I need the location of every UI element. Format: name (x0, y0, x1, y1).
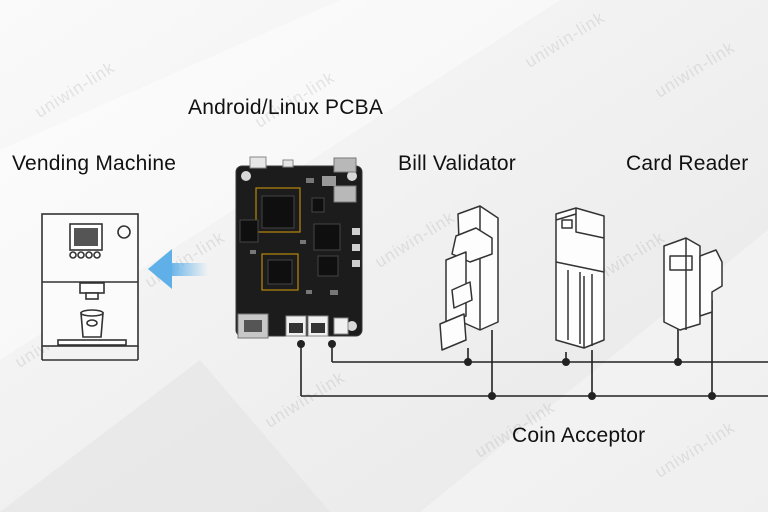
vending-machine-icon (41, 213, 139, 361)
coin-acceptor-label: Coin Acceptor (512, 424, 646, 447)
data-flow-arrow (148, 249, 208, 289)
card-reader-label: Card Reader (626, 152, 749, 175)
pcba-board (235, 156, 363, 339)
wiring-junctions (297, 340, 716, 400)
bill-validator-label: Bill Validator (398, 152, 516, 175)
pcba-label: Android/Linux PCBA (188, 96, 384, 119)
coin-acceptor-icon (555, 207, 605, 349)
bill-validator-icon (439, 205, 499, 351)
card-reader-icon (663, 237, 723, 331)
vending-machine-label: Vending Machine (12, 152, 177, 175)
